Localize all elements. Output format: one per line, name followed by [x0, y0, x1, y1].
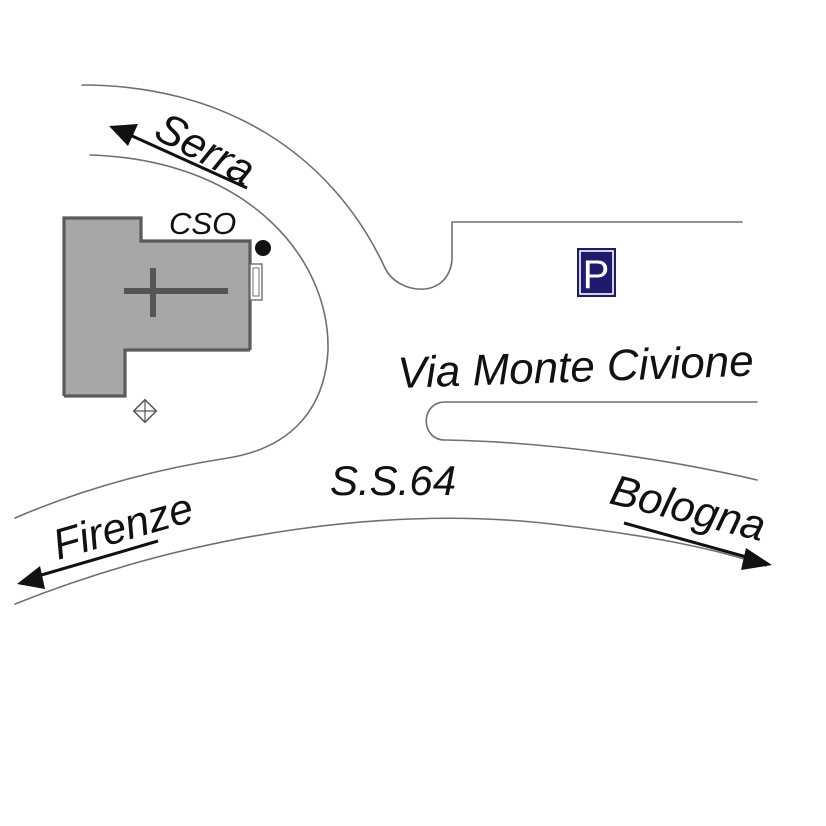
- bologna-arrow-shaft: [623, 521, 751, 560]
- via-monte-civione-label: Via Monte Civione: [397, 337, 755, 398]
- serra-direction: Serra: [109, 103, 263, 195]
- serra-road-inner-edge: [14, 154, 329, 519]
- parking-symbol: P: [583, 253, 610, 297]
- via-monte-civione-edge: [425, 401, 758, 481]
- diamond-symbol-icon: [132, 398, 158, 424]
- bologna-label: Bologna: [606, 466, 771, 551]
- church-entrance: [249, 263, 263, 301]
- church-entrance-inner: [252, 267, 260, 297]
- church-building: [62, 216, 263, 398]
- parking-icon: P: [577, 248, 616, 297]
- road-network: [14, 84, 767, 605]
- bologna-direction: Bologna: [606, 466, 772, 570]
- firenze-direction: Firenze: [17, 484, 199, 589]
- church-cross-icon: [124, 268, 228, 317]
- cso-label: CSO: [169, 206, 236, 241]
- church-outline-bottom: [64, 348, 250, 398]
- serra-arrow-head: [109, 124, 138, 146]
- bologna-arrow-head: [741, 548, 772, 570]
- ss64-label: S.S.64: [330, 457, 456, 504]
- serra-road-outer-edge: [81, 84, 743, 290]
- church-outline: [62, 216, 252, 396]
- church-footprint: [64, 218, 250, 396]
- ss64-road-edge: [14, 517, 767, 605]
- serra-arrow-shaft: [129, 133, 248, 190]
- dot-marker-icon: [255, 240, 271, 256]
- firenze-arrow-shaft: [37, 539, 159, 578]
- firenze-arrow-head: [17, 566, 45, 589]
